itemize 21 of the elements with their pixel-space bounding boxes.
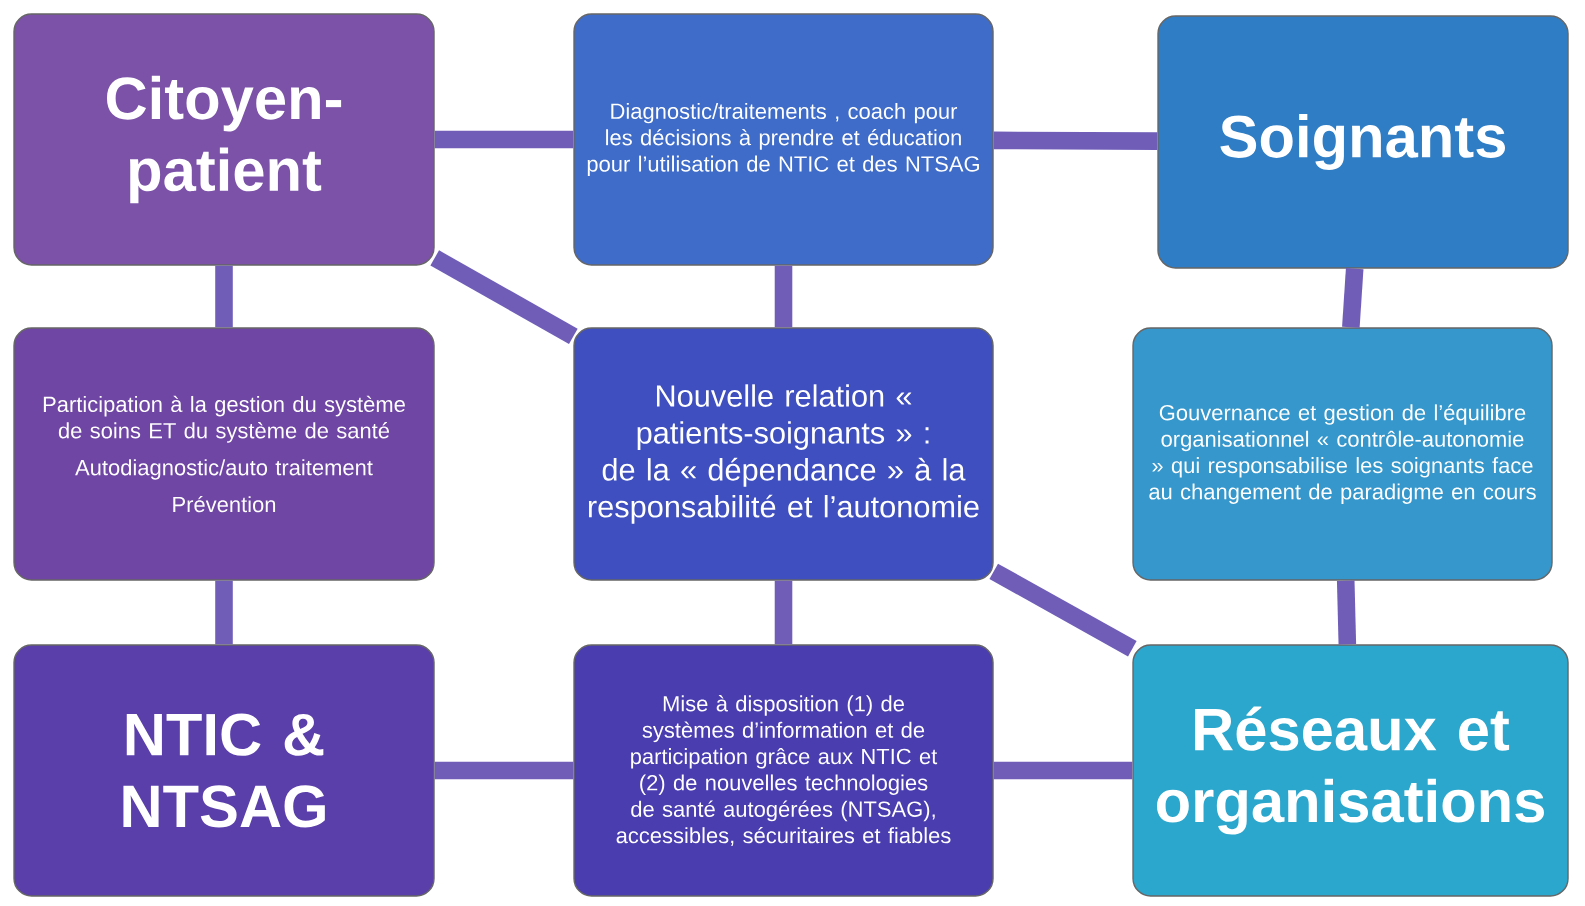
heading-box: Soignants (1157, 15, 1569, 269)
connector-bar (989, 563, 1137, 657)
connector-bar (993, 131, 1158, 150)
connector-bar (993, 761, 1133, 780)
connector-bar (774, 265, 793, 328)
heading-box: NTIC & NTSAG (13, 644, 435, 897)
text-box: Gouvernance et gestion de l’équilibre organisationnel « contrôle-autonomie » qui responsabilise les soignants face au changement de paradigme en cours (1132, 327, 1553, 581)
text-box: Mise à disposition (1) de systèmes d’information et de participation grâce aux NTIC et (2) de nouvelles technologies de santé autogérées (NTSAG), accessibles, sécuritaires et fiables (573, 644, 994, 897)
connector-bar (1342, 268, 1364, 328)
connector-bar (215, 580, 233, 645)
text-box: Diagnostic/traitements , coach pour les décisions à prendre et éducation pour l’utilisation de NTIC et des NTSAG (573, 13, 994, 266)
connector-bar (774, 580, 793, 645)
connector-bar (215, 265, 233, 328)
text-box: Participation à la gestion du système de soins ET du système de santé Autodiagnostic/auto traitement Prévention (13, 327, 435, 581)
connector-bar (430, 250, 578, 344)
connector-bar (434, 130, 574, 149)
center-box: Nouvelle relation « patients-soignants » : de la « dépendance » à la responsabilité et l’autonomie (573, 327, 994, 581)
connector-bar (434, 761, 574, 780)
heading-box: Réseaux et organisations (1132, 644, 1569, 897)
heading-box: Citoyen-patient (13, 13, 435, 266)
connector-bar (1336, 580, 1357, 645)
